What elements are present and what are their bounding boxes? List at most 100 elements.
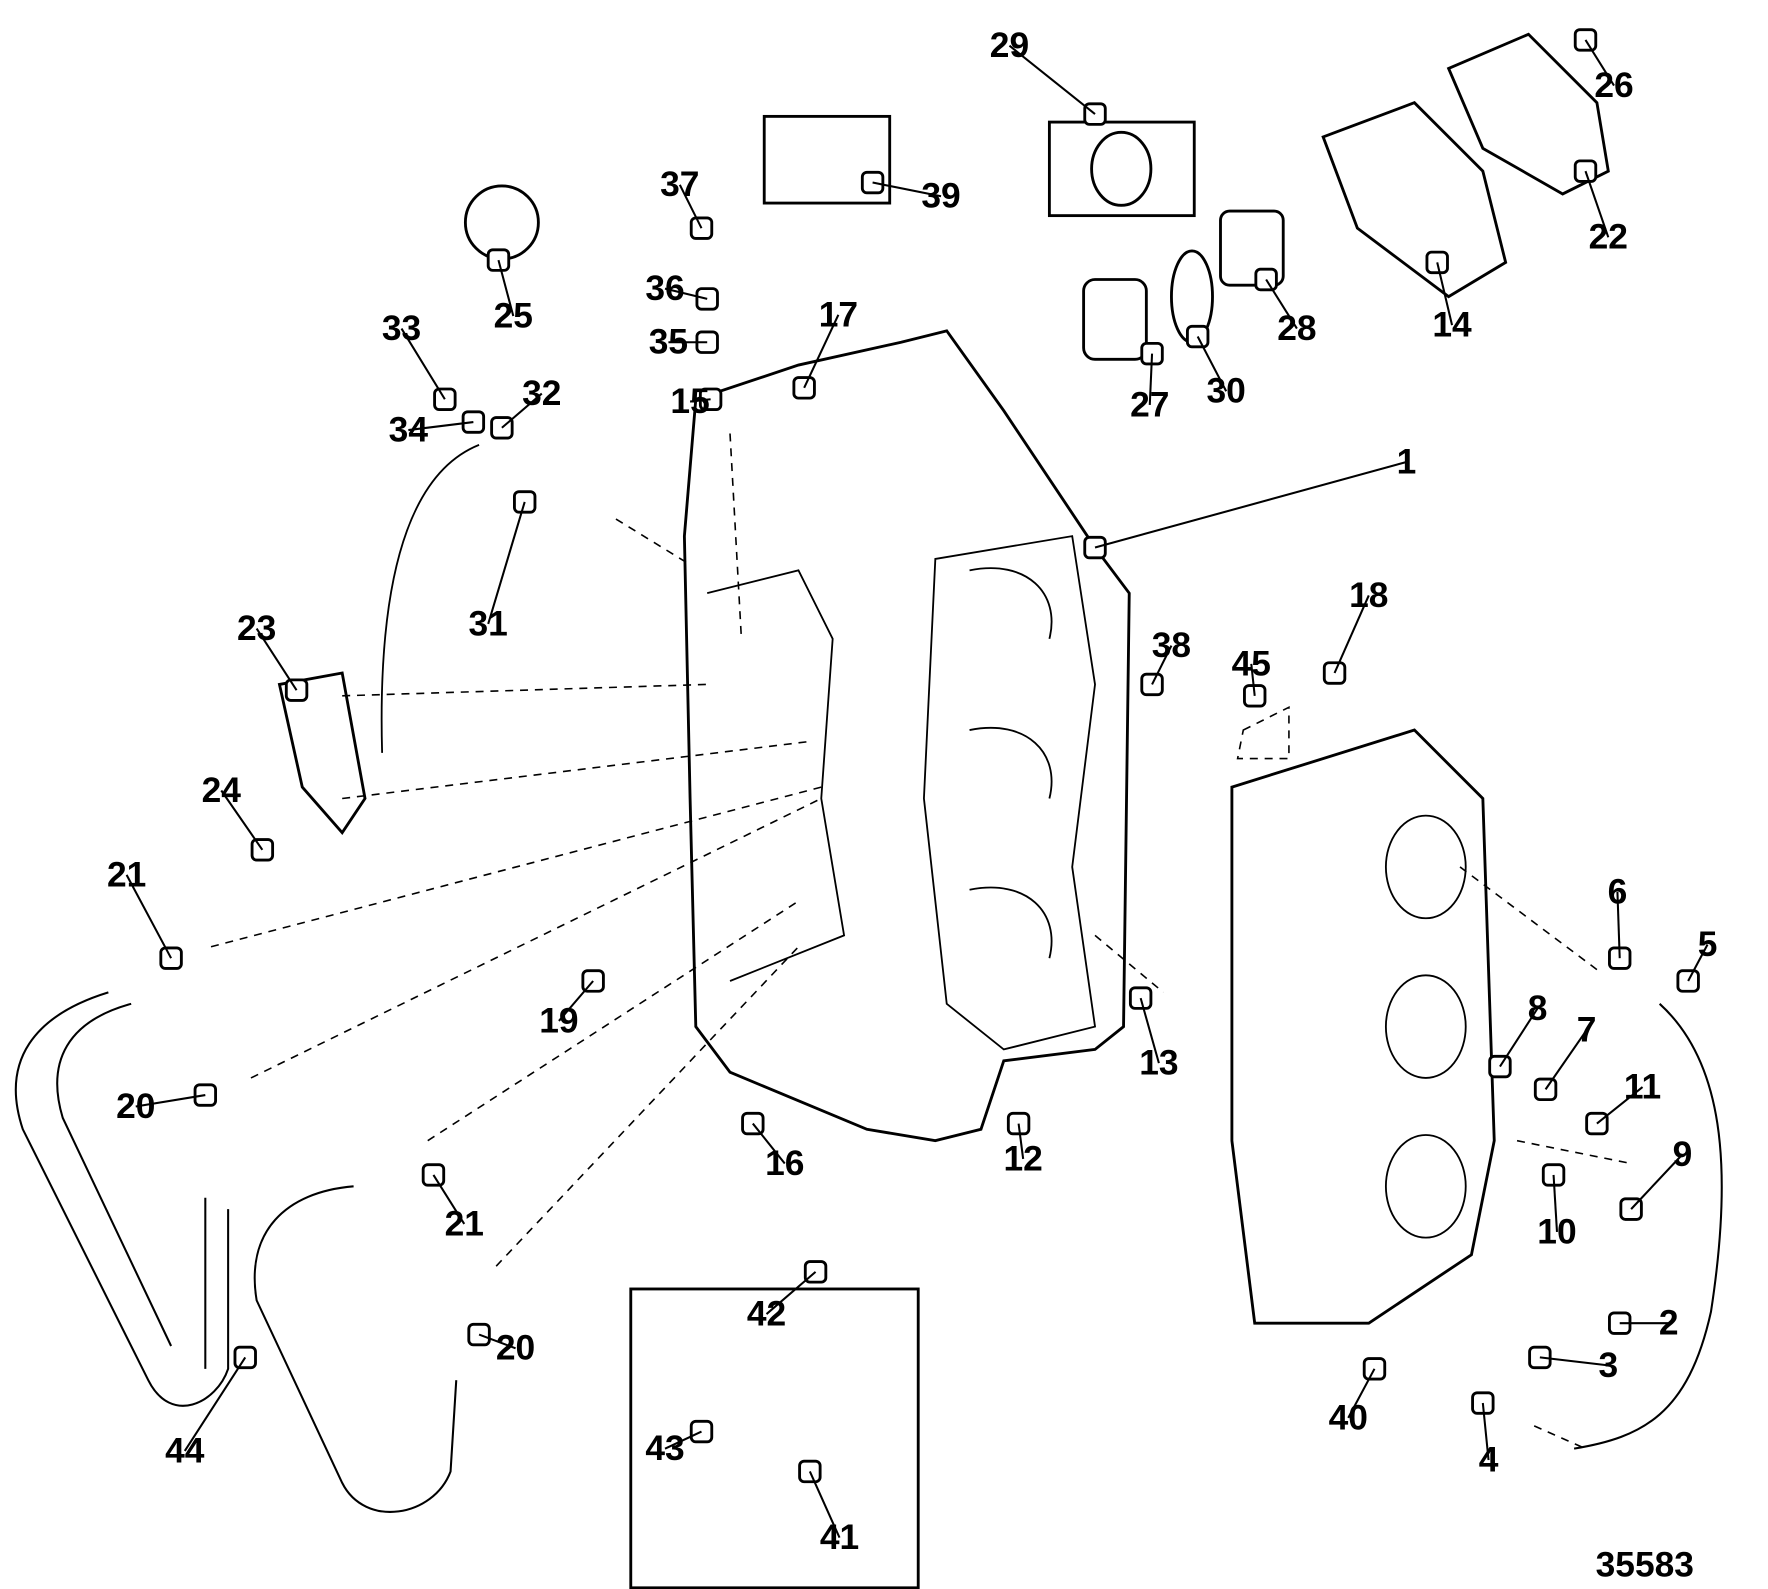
callout-26: 26 <box>1594 66 1633 105</box>
leader-line-4 <box>1481 1402 1490 1461</box>
leader-line-24 <box>220 789 264 851</box>
leader-line-11 <box>1596 1086 1644 1125</box>
callout-21: 21 <box>107 855 146 894</box>
gasket-14 <box>1321 101 1508 299</box>
callout-6: 6 <box>1608 872 1628 911</box>
leader-line-29 <box>1008 44 1096 115</box>
cover-22 <box>1446 32 1610 196</box>
crankcase-block <box>682 329 1131 1143</box>
callout-28: 28 <box>1277 309 1316 348</box>
leader-line-25 <box>497 259 515 317</box>
callout-43: 43 <box>645 1429 684 1468</box>
callout-24: 24 <box>202 771 242 810</box>
leader-line-40 <box>1347 1368 1376 1419</box>
leader-line-16 <box>752 1122 786 1165</box>
thermostat-28 <box>1219 209 1285 287</box>
leader-line-5 <box>1687 944 1709 982</box>
leader-line-43 <box>664 1430 702 1450</box>
cylinder-head <box>1230 728 1496 1325</box>
leader-line-28 <box>1265 278 1298 330</box>
leader-line-9 <box>1630 1153 1684 1210</box>
callout-45: 45 <box>1232 644 1271 683</box>
callout-5: 5 <box>1698 925 1718 964</box>
leader-line-21 <box>125 874 173 959</box>
callout-30: 30 <box>1207 372 1246 411</box>
callout-33: 33 <box>382 309 421 348</box>
callout-41: 41 <box>820 1518 859 1557</box>
callout-19: 19 <box>539 1001 578 1040</box>
callout-38: 38 <box>1152 626 1191 665</box>
callout-40: 40 <box>1329 1398 1368 1437</box>
leader-line-39 <box>872 181 942 198</box>
part-25 <box>486 248 511 272</box>
leader-line-10 <box>1552 1174 1559 1232</box>
leader-line-30 <box>1196 336 1228 392</box>
callout-23: 23 <box>237 609 276 648</box>
callout-42: 42 <box>747 1294 786 1333</box>
gasket-23 <box>277 671 367 836</box>
callout-20: 20 <box>116 1087 155 1126</box>
leader-line-17 <box>803 314 840 389</box>
callout-39: 39 <box>921 177 960 216</box>
leader-line-1 <box>1094 461 1407 549</box>
callout-10: 10 <box>1537 1212 1576 1251</box>
callout-36: 36 <box>645 269 684 308</box>
leader-line-34 <box>408 421 474 432</box>
oring-29 <box>1090 130 1153 207</box>
callout-35: 35 <box>649 323 688 362</box>
callout-25: 25 <box>494 296 533 335</box>
callout-21: 21 <box>445 1204 484 1243</box>
leader-line-27 <box>1148 353 1154 406</box>
callout-8: 8 <box>1528 989 1548 1028</box>
leader-line-14 <box>1436 262 1454 326</box>
callout-37: 37 <box>660 165 699 204</box>
leader-line-36 <box>664 287 708 300</box>
callout-12: 12 <box>1003 1139 1042 1178</box>
leader-line-19 <box>558 980 594 1022</box>
callout-4: 4 <box>1479 1440 1499 1479</box>
callout-1: 1 <box>1397 442 1417 481</box>
tube-5 <box>1573 1003 1723 1450</box>
callout-29: 29 <box>990 26 1029 65</box>
callout-20: 20 <box>496 1329 535 1368</box>
hose-44b <box>253 1185 458 1513</box>
inset-box-elbow <box>762 114 892 205</box>
part-1 <box>1083 535 1107 560</box>
leader-line-37 <box>678 184 703 229</box>
callout-22: 22 <box>1589 218 1628 257</box>
leader-line-26 <box>1584 39 1615 87</box>
leader-line-15 <box>689 398 711 403</box>
callout-15: 15 <box>670 382 709 421</box>
part-7 <box>1533 1077 1558 1102</box>
leader-line-8 <box>1499 1007 1539 1068</box>
leader-line-44 <box>183 1356 247 1452</box>
leader-line-32 <box>501 392 543 429</box>
leader-line-20 <box>478 1333 516 1350</box>
plug-25 <box>463 184 540 261</box>
callout-7: 7 <box>1577 1010 1597 1049</box>
callout-14: 14 <box>1432 306 1472 345</box>
leader-line-45 <box>1250 663 1256 696</box>
leader-line-13 <box>1139 997 1160 1064</box>
leader-line-23 <box>255 627 298 691</box>
figure-number: 35583 <box>1596 1545 1694 1584</box>
callout-34: 34 <box>389 410 429 449</box>
leader-line-41 <box>808 1471 841 1539</box>
leader-line-21 <box>432 1174 466 1225</box>
leader-line-42 <box>765 1271 817 1315</box>
leader-line-7 <box>1544 1029 1588 1090</box>
leader-line-12 <box>1017 1123 1025 1160</box>
inset-box-cover <box>629 1287 920 1589</box>
callout-27: 27 <box>1130 385 1169 424</box>
leader-line-33 <box>400 328 446 400</box>
hose-44a <box>14 991 230 1407</box>
part-38 <box>1140 672 1164 697</box>
callout-2: 2 <box>1659 1304 1679 1343</box>
callout-16: 16 <box>765 1144 804 1183</box>
leader-line-20 <box>135 1094 206 1108</box>
callout-31: 31 <box>469 604 508 643</box>
leader-line-22 <box>1584 170 1610 238</box>
callout-11: 11 <box>1624 1067 1661 1106</box>
